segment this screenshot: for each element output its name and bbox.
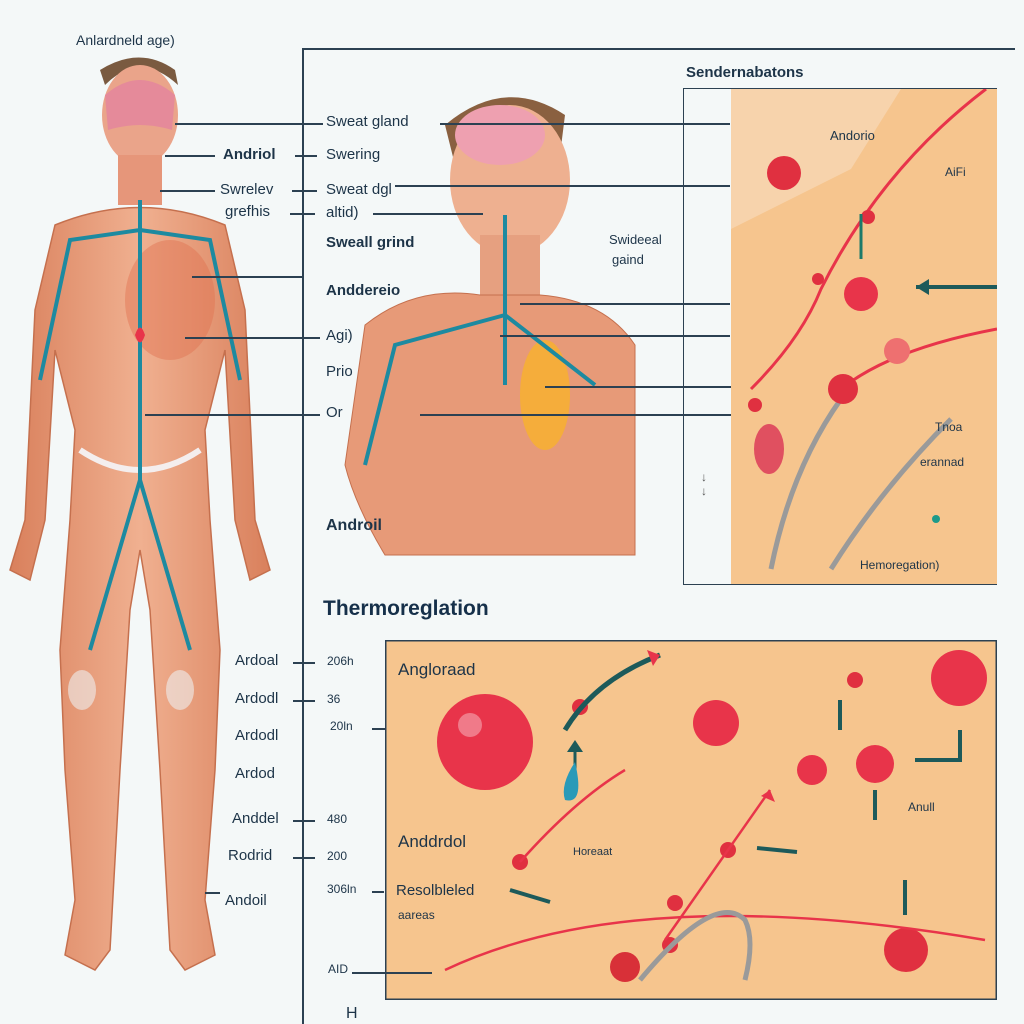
leader-line	[395, 185, 730, 187]
figure-title: Anlardneld age)	[76, 32, 175, 48]
leader-line	[500, 335, 730, 337]
panel-label-anull: Anull	[908, 800, 935, 814]
legend-value: 20ln	[330, 719, 353, 733]
label-or: Or	[326, 404, 343, 421]
divider-vertical	[302, 48, 304, 1024]
label-sweat-dgl: Sweat dgl	[326, 181, 392, 198]
leader-line	[372, 891, 384, 893]
down-arrow-icon: ↓↓	[701, 470, 707, 498]
label-swrelev: Swrelev	[220, 181, 274, 198]
leader-line	[192, 276, 302, 278]
legend-value: 206h	[327, 654, 354, 668]
panel-label-horeaat: Horeaat	[573, 846, 613, 858]
legend-value: 200	[327, 849, 348, 863]
legend-name: Rodrid	[228, 847, 273, 864]
thermoregulation-panel	[385, 640, 997, 1000]
leader-line	[295, 155, 317, 157]
legend-name: Andoil	[225, 892, 267, 909]
panel-label-aareas: aareas	[398, 908, 435, 922]
legend-name: Anddel	[232, 810, 279, 827]
leader-line	[292, 190, 317, 192]
panel-label-angloraad: Angloraad	[398, 660, 476, 679]
leader-line	[293, 662, 315, 664]
label-sweat-gland: Sweat gland	[326, 113, 409, 130]
inset-label-erannad: erannad	[920, 455, 965, 469]
panel-label-h: H	[346, 1005, 358, 1022]
label-androil: Androil	[326, 517, 382, 534]
panel-label-resolbleled: Resolbleled	[396, 882, 475, 899]
legend-name: Ardoal	[235, 652, 279, 669]
leader-line	[293, 820, 315, 822]
upper-body-figure	[344, 97, 636, 556]
leader-line	[545, 386, 740, 388]
panel-label-anddrdol: Anddrdol	[398, 832, 467, 851]
leader-line	[440, 123, 730, 125]
leader-line	[520, 303, 730, 305]
inset-label-hemoregation: Hemoregation)	[860, 558, 940, 572]
leader-line	[420, 414, 740, 416]
inset-side-label-1: Swideeal	[609, 232, 662, 247]
leader-line	[165, 155, 215, 157]
leader-line	[175, 123, 323, 125]
legend-name: Ardodl	[235, 727, 279, 744]
legend-name: Ardod	[235, 765, 276, 782]
leader-line	[160, 190, 215, 192]
legend-value: 306ln	[327, 882, 357, 896]
inset-label-andorio: Andorio	[830, 128, 875, 143]
leader-line	[290, 213, 315, 215]
leader-line	[185, 337, 320, 339]
inset-title: Sendernabatons	[686, 64, 804, 81]
label-prio: Prio	[326, 363, 353, 380]
legend-value: 36	[327, 692, 341, 706]
full-body-muscle-figure	[9, 57, 271, 971]
label-anddereio: Anddereio	[326, 282, 401, 299]
label-grefhis: grefhis	[225, 203, 271, 220]
leader-line	[145, 414, 320, 416]
label-andriol: Andriol	[223, 146, 276, 163]
label-agi: Agi)	[326, 327, 353, 344]
inset-label-aifi: AiFi	[945, 165, 966, 179]
leader-line	[205, 892, 220, 894]
leader-line	[373, 213, 483, 215]
legend-value: 480	[327, 812, 348, 826]
sweat-gland-cross-section	[731, 89, 997, 584]
section-title: Thermoreglation	[323, 597, 489, 620]
leader-line	[352, 972, 432, 974]
panel-label-aid: AID	[328, 962, 349, 976]
label-altid: altid)	[326, 204, 359, 221]
leader-line	[293, 700, 315, 702]
label-swering: Swering	[326, 146, 381, 163]
label-sweall-grind: Sweall grind	[326, 234, 415, 251]
legend-name: Ardodl	[235, 690, 279, 707]
inset-side-label-2: gaind	[612, 252, 644, 267]
leader-line	[293, 857, 315, 859]
divider-top	[302, 48, 1015, 50]
inset-label-tnoa: Tnoa	[935, 420, 963, 434]
